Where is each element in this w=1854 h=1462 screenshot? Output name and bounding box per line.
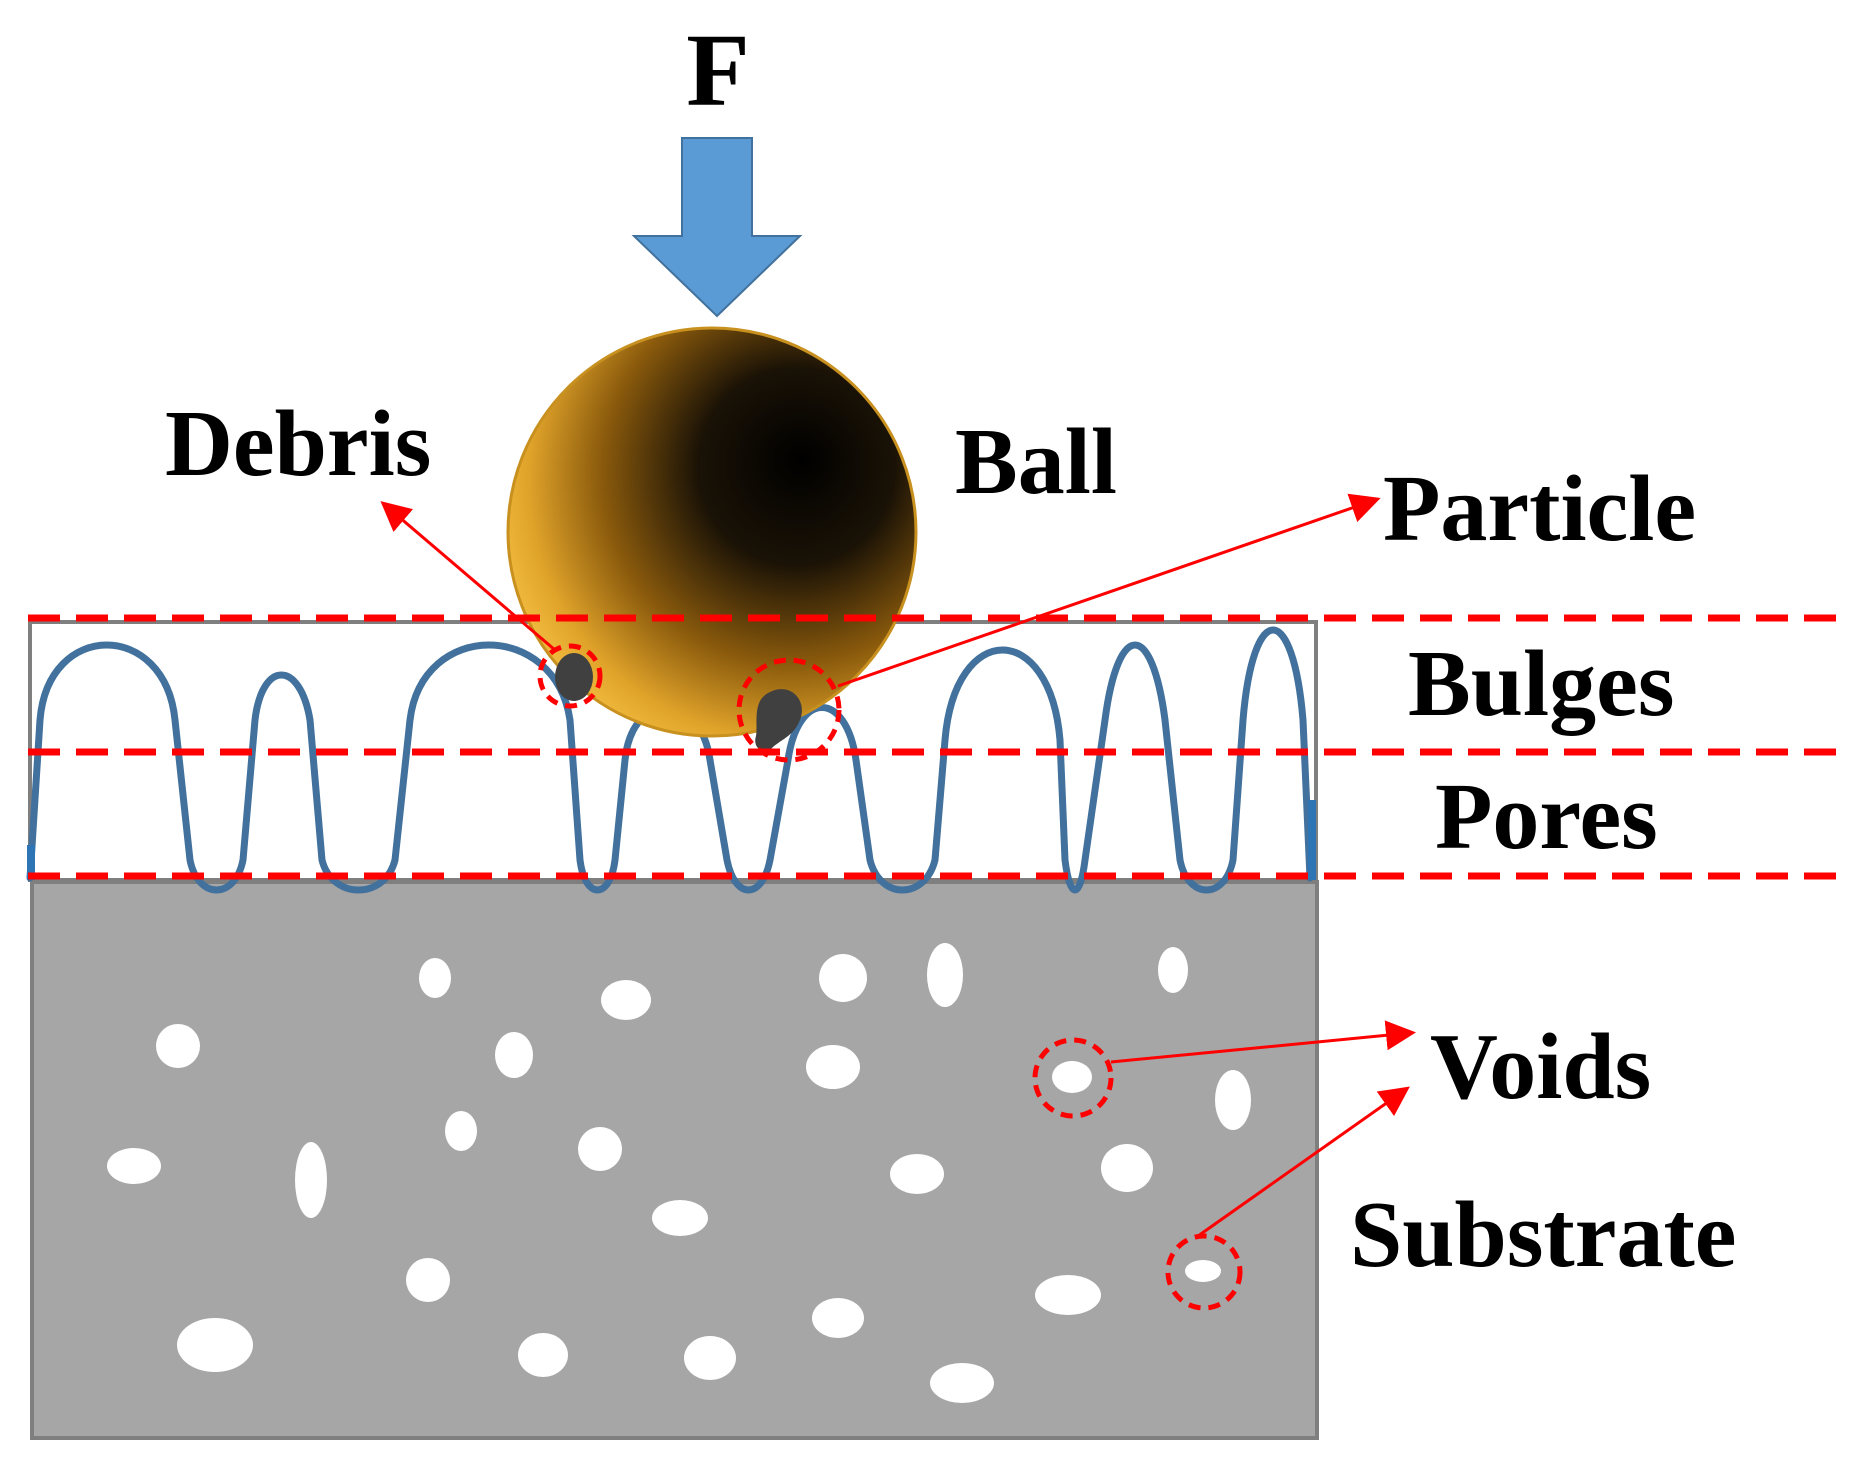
ball-label: Ball — [955, 410, 1117, 514]
layer-boundaries — [28, 614, 1850, 880]
particle-highlight-circle — [736, 657, 842, 763]
void — [812, 1298, 864, 1338]
voids-arrow-1 — [1110, 1020, 1416, 1064]
void — [930, 1363, 994, 1403]
void — [177, 1318, 253, 1372]
void-highlight-circle-1 — [1032, 1037, 1114, 1119]
ball — [506, 326, 918, 738]
void — [518, 1333, 568, 1377]
voids-label: Voids — [1430, 1015, 1651, 1119]
void — [107, 1148, 161, 1184]
bulges-label: Bulges — [1408, 632, 1674, 736]
void — [601, 980, 651, 1020]
void — [495, 1032, 533, 1078]
void — [1052, 1061, 1092, 1093]
void — [156, 1024, 200, 1068]
void — [1158, 947, 1188, 993]
force-arrow — [631, 137, 803, 318]
voids-arrow-2 — [1197, 1086, 1410, 1238]
void — [684, 1336, 736, 1380]
substrate-label: Substrate — [1350, 1183, 1736, 1287]
void — [927, 943, 963, 1007]
particle-arrow — [837, 493, 1381, 688]
left-edge-marker — [27, 845, 35, 880]
debris-highlight-circle — [537, 643, 603, 709]
bulges-pores-wave — [26, 626, 1314, 894]
highlight-circles — [537, 643, 1243, 1311]
force-label: F — [686, 13, 750, 128]
void — [806, 1045, 860, 1089]
annotation-arrows — [380, 493, 1416, 1238]
debris-arrow — [380, 501, 556, 652]
debris-label: Debris — [165, 392, 431, 496]
void — [445, 1111, 477, 1151]
void — [890, 1154, 944, 1194]
void — [652, 1200, 708, 1236]
right-edge-marker — [1308, 800, 1316, 880]
void — [295, 1142, 327, 1218]
debris-particle — [555, 653, 593, 701]
void — [1101, 1144, 1153, 1192]
void — [578, 1127, 622, 1171]
void-highlight-circle-2 — [1165, 1233, 1243, 1311]
void — [819, 954, 867, 1002]
void — [1185, 1260, 1221, 1282]
void — [1035, 1275, 1101, 1315]
void — [406, 1258, 450, 1302]
voids-group — [107, 943, 1251, 1403]
wear-particle — [755, 689, 802, 752]
particle-label: Particle — [1383, 457, 1696, 561]
pores-label: Pores — [1435, 765, 1658, 869]
void — [1215, 1070, 1251, 1130]
void — [419, 958, 451, 998]
